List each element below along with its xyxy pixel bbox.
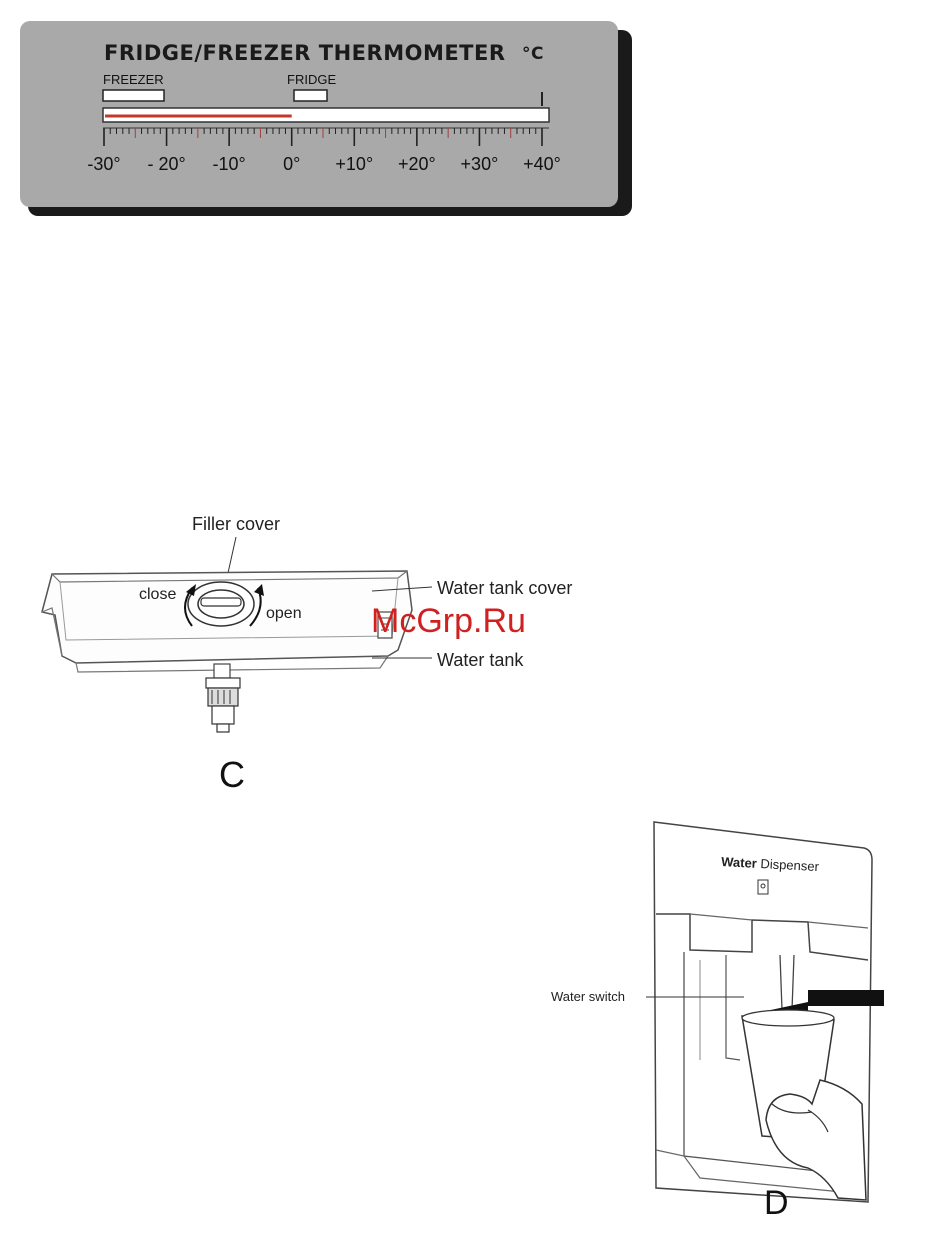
scale-tick-label: +40°: [523, 154, 561, 174]
freezer-label: FREEZER: [103, 72, 164, 87]
freezer-zone-box: [103, 90, 164, 101]
fridge-label: FRIDGE: [287, 72, 336, 87]
thermometer-panel: FRIDGE/FREEZER THERMOMETER °C FREEZER FR…: [20, 21, 632, 216]
scale-tick-label: 0°: [283, 154, 300, 174]
scale-tick-label: - 20°: [147, 154, 185, 174]
thermometer-title: FRIDGE/FREEZER THERMOMETER: [104, 41, 506, 65]
watermark: McGrp.Ru: [371, 602, 526, 640]
tank-outlet-valve: [206, 664, 240, 732]
fridge-zone-box: [294, 90, 327, 101]
figure-d-letter: D: [764, 1184, 789, 1222]
thermometer-unit: °C: [522, 44, 544, 64]
figure-d: Water Dispenser Water switch D: [551, 822, 884, 1222]
filler-cover[interactable]: [188, 582, 254, 626]
scale-tick-label: +10°: [335, 154, 373, 174]
scale-tick-label: -30°: [87, 154, 120, 174]
scale-tick-label: +20°: [398, 154, 436, 174]
close-label: close: [139, 586, 176, 603]
water-tank-label: Water tank: [437, 650, 524, 670]
open-label: open: [266, 605, 302, 622]
water-drop-icon: [758, 880, 768, 894]
scale-tick-label: -10°: [213, 154, 246, 174]
water-switch[interactable]: [780, 955, 794, 1010]
filler-cover-label: Filler cover: [192, 514, 280, 534]
water-tank-cover-label: Water tank cover: [437, 578, 572, 598]
figure-c-letter: C: [219, 754, 245, 795]
water-switch-label: Water switch: [551, 989, 625, 1004]
figure-c: Filler cover close open: [42, 514, 572, 795]
scale-tick-label: +30°: [461, 154, 499, 174]
